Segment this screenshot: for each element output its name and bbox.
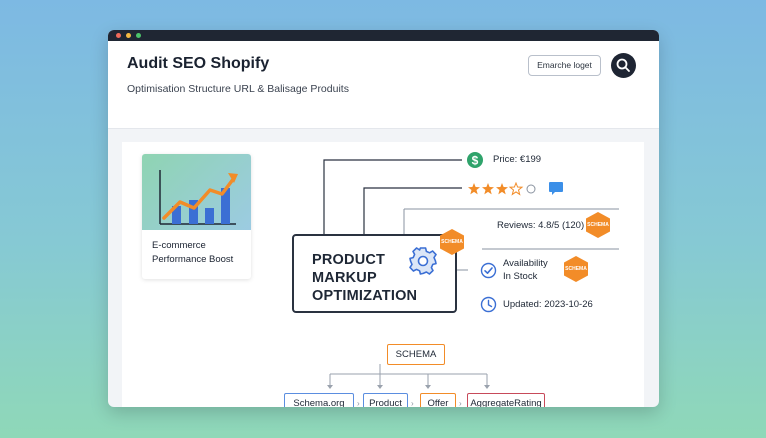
main-content: E-commerce Performance Boost PRODUCT MAR…: [122, 142, 644, 407]
gear-icon: [409, 247, 437, 275]
availability-label: Availability: [503, 258, 548, 269]
price-label: Price: €199: [493, 154, 542, 165]
in-stock-label: In Stock: [503, 271, 538, 282]
chevron-right-icon: ›: [357, 399, 360, 407]
schema-root-node[interactable]: SCHEMA: [387, 344, 445, 365]
page-subtitle: Optimisation Structure URL & Balisage Pr…: [127, 83, 349, 95]
reviews-label: Reviews: 4.8/5 (120): [497, 220, 585, 231]
chevron-right-icon: ›: [411, 399, 414, 407]
chevron-right-icon: ›: [459, 399, 462, 407]
chart-thumbnail: [142, 154, 251, 230]
check-circle-icon: [480, 262, 497, 279]
search-icon: [616, 58, 630, 72]
svg-text:$: $: [472, 154, 479, 168]
clock-icon: [480, 296, 497, 313]
product-markup-title: PRODUCT MARKUP OPTIMIZATION: [312, 252, 418, 304]
updated-label: Updated: 2023-10-26: [503, 299, 593, 310]
window-titlebar: [108, 30, 659, 41]
close-window-dot[interactable]: [116, 33, 121, 38]
product-node[interactable]: Product: [363, 393, 408, 407]
minimize-window-dot[interactable]: [126, 33, 131, 38]
maximize-window-dot[interactable]: [136, 33, 141, 38]
page-title: Audit SEO Shopify: [127, 55, 270, 72]
card-caption: E-commerce Performance Boost: [152, 240, 234, 265]
browser-window: Audit SEO Shopify Optimisation Structure…: [108, 30, 659, 407]
search-icon-button[interactable]: [611, 53, 636, 78]
schema-badge: SCHEMA: [564, 256, 588, 282]
aggregate-rating-node[interactable]: AggregateRating: [467, 393, 545, 407]
dollar-icon: $: [467, 152, 483, 168]
product-markup-box: PRODUCT MARKUP OPTIMIZATION SCHEMA: [292, 229, 464, 313]
offer-node[interactable]: Offer: [420, 393, 456, 407]
page-header: Audit SEO Shopify Optimisation Structure…: [108, 41, 659, 129]
chat-bubble-icon: [549, 182, 563, 195]
rating-stars: [468, 181, 540, 201]
search-button[interactable]: Emarche loget: [528, 55, 601, 76]
connector-lines: [323, 159, 619, 389]
schema-org-node[interactable]: Schema.org: [284, 393, 354, 407]
growth-chart-icon: [159, 170, 238, 225]
performance-card[interactable]: E-commerce Performance Boost: [142, 154, 251, 279]
star-rating-icon: [468, 181, 536, 196]
